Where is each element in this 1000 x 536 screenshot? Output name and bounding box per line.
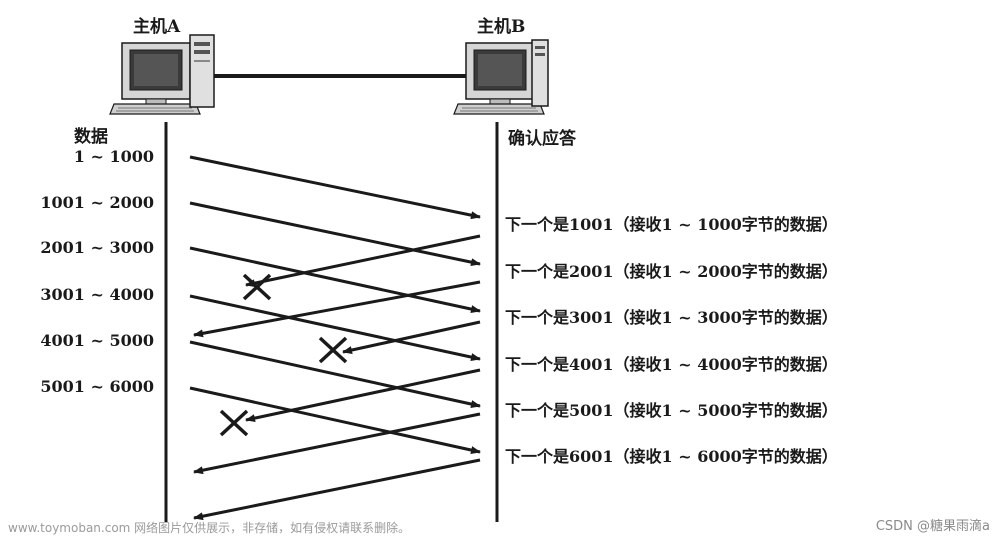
ack-label-6: 下一个是6001（接收1 ~ 6000字节的数据）	[505, 447, 838, 466]
ack-arrow-1-lost	[245, 234, 481, 288]
data-arrow-4	[189, 294, 481, 361]
host-b-label: 主机B	[477, 17, 526, 37]
ack-arrow-3-lost	[342, 320, 481, 354]
segment-label-2: 1001 ~ 2000	[40, 193, 154, 212]
lost-marker-3-icon	[219, 409, 249, 437]
segment-label-1: 1 ~ 1000	[73, 147, 154, 166]
ack-arrow-6	[193, 458, 481, 521]
data-arrow-3	[189, 246, 481, 313]
ack-arrow-5	[193, 412, 481, 475]
host-b-computer-icon	[453, 39, 549, 115]
lost-marker-1-icon	[242, 273, 272, 301]
segment-label-6: 5001 ~ 6000	[40, 377, 154, 396]
host-a-label: 主机A	[133, 17, 181, 37]
lost-marker-2-icon	[318, 336, 348, 364]
host-a-computer-icon	[109, 34, 215, 115]
ack-arrow-4-lost	[245, 368, 481, 423]
watermark-text: www.toymoban.com 网络图片仅供展示，非存储，如有侵权请联系删除。	[8, 521, 411, 535]
data-arrow-6	[189, 386, 481, 454]
ack-column-title: 确认应答	[508, 129, 576, 149]
ack-label-4: 下一个是4001（接收1 ~ 4000字节的数据）	[505, 355, 838, 374]
segment-label-4: 3001 ~ 4000	[40, 285, 154, 304]
ack-label-2: 下一个是2001（接收1 ~ 2000字节的数据）	[505, 262, 838, 281]
data-arrow-1	[189, 155, 481, 220]
ack-label-1: 下一个是1001（接收1 ~ 1000字节的数据）	[505, 215, 838, 234]
segment-label-3: 2001 ~ 3000	[40, 238, 154, 257]
credit-text: CSDN @糖果雨滴a	[875, 519, 990, 534]
data-arrow-5	[189, 340, 481, 408]
ack-label-3: 下一个是3001（接收1 ~ 3000字节的数据）	[505, 308, 838, 327]
data-column-title: 数据	[74, 127, 108, 147]
ack-label-5: 下一个是5001（接收1 ~ 5000字节的数据）	[505, 401, 838, 420]
data-arrow-2	[189, 201, 481, 267]
segment-label-5: 4001 ~ 5000	[40, 331, 154, 350]
ack-arrow-2	[193, 280, 481, 338]
